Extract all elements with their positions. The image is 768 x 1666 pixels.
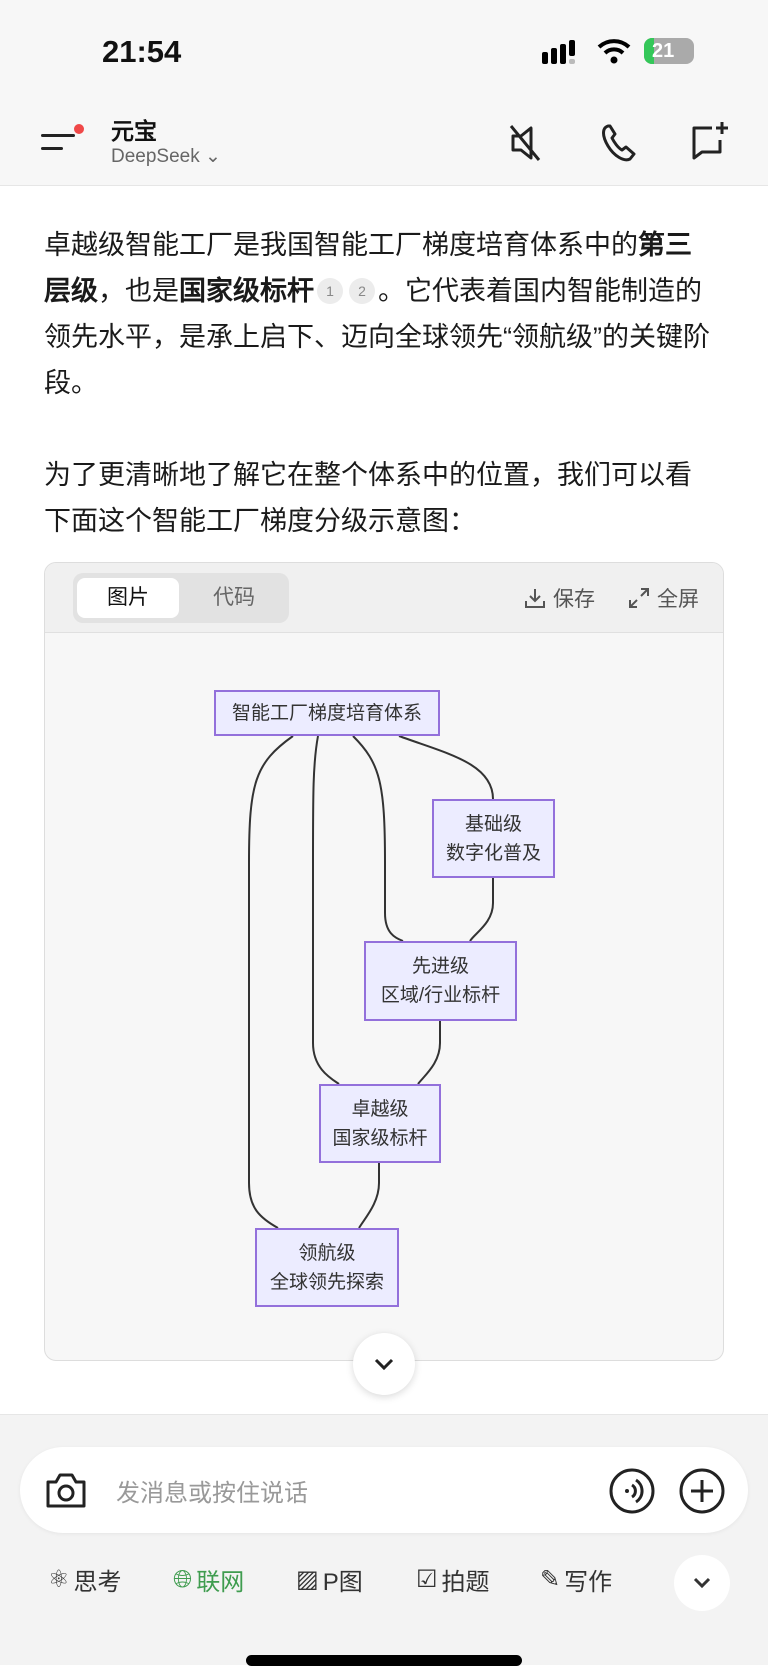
fullscreen-button[interactable]: 全屏: [627, 583, 699, 613]
diagram-card-header: 图片 代码 保存 全屏: [45, 563, 723, 633]
bot-name: 元宝: [111, 118, 157, 144]
battery-level: 21: [652, 40, 675, 62]
tool-web-search[interactable]: 🌐︎联网: [173, 1562, 244, 1597]
image-edit-icon: ▨: [296, 1566, 319, 1593]
edge-root-excellent: [312, 735, 340, 1085]
tab-code[interactable]: 代码: [213, 586, 255, 609]
bold-text: 第三层级: [44, 230, 692, 306]
photo-question-icon: ☑: [416, 1566, 438, 1593]
status-time: 21:54: [102, 34, 182, 69]
edge-root-advanced: [352, 735, 404, 942]
node-excellent: 卓越级国家级标杆: [319, 1084, 441, 1163]
camera-icon[interactable]: [44, 1470, 88, 1510]
node-label: 区域/行业标杆: [380, 985, 501, 1006]
new-chat-icon[interactable]: [688, 120, 730, 164]
text-segment: 。它代表着国内智能制造的领先水平，是承上启下、迈向全球领先“领航级”的关键阶段。: [44, 276, 710, 398]
tool-label: P图: [322, 1569, 363, 1596]
status-bar: 21:54 21: [0, 0, 768, 100]
message-input[interactable]: 发消息或按住说话: [20, 1447, 748, 1533]
text-segment: 卓越级智能工厂是我国智能工厂梯度培育体系中的: [44, 230, 638, 260]
node-advanced: 先进级区域/行业标杆: [364, 941, 517, 1021]
think-icon: ⚛: [48, 1566, 70, 1593]
diagram-card: 图片 代码 保存 全屏 智能工厂梯度培育体系 基础级数字化普及 先进级区域/行业…: [44, 562, 724, 1361]
phone-icon[interactable]: [598, 122, 640, 164]
edge-excellent-leading: [358, 1163, 380, 1229]
text-segment: ，也是: [98, 276, 179, 306]
node-label: 数字化普及: [445, 842, 541, 864]
node-label: 全球领先探索: [269, 1271, 384, 1293]
flow-diagram: [248, 735, 494, 1229]
citation-badge[interactable]: 2: [349, 278, 375, 304]
composer-area: 发消息或按住说话 ⚛思考 🌐︎联网 ▨P图 ☑拍题 ✎写作: [0, 1414, 768, 1666]
bold-text: 国家级标杆: [179, 276, 314, 306]
save-label: 保存: [553, 588, 595, 611]
battery-icon: 21: [644, 38, 694, 64]
tool-photo-question[interactable]: ☑拍题: [416, 1562, 490, 1597]
tool-label: 联网: [196, 1569, 245, 1596]
model-name: DeepSeek: [111, 146, 200, 167]
expand-icon: [629, 588, 649, 608]
app-header: 元宝 DeepSeek ⌄: [0, 100, 768, 186]
voice-icon[interactable]: [608, 1467, 656, 1515]
expand-tools-button[interactable]: [674, 1555, 730, 1611]
edge-root-leading: [248, 735, 294, 1229]
tool-label: 拍题: [441, 1569, 490, 1596]
input-placeholder: 发消息或按住说话: [116, 1480, 308, 1507]
tool-writing[interactable]: ✎写作: [540, 1562, 612, 1597]
edge-basic-advanced: [469, 878, 494, 942]
tab-image[interactable]: 图片: [77, 578, 179, 618]
view-toggle: 图片 代码: [73, 573, 289, 623]
node-root: 智能工厂梯度培育体系: [214, 690, 440, 736]
tool-image-edit[interactable]: ▨P图: [296, 1562, 363, 1597]
diagram-intro-paragraph: 为了更清晰地了解它在整个体系中的位置，我们可以看下面这个智能工厂梯度分级示意图：: [44, 460, 692, 536]
chevron-down-icon: [693, 1577, 711, 1589]
tool-label: 写作: [564, 1569, 613, 1596]
node-label: 国家级标杆: [332, 1127, 428, 1149]
home-indicator: [246, 1655, 522, 1666]
fullscreen-label: 全屏: [657, 588, 699, 611]
download-icon: [525, 589, 545, 608]
node-label: 先进级: [411, 956, 469, 977]
edge-root-basic: [398, 735, 494, 800]
node-label: 领航级: [298, 1242, 356, 1264]
chevron-down-icon: ⌄: [205, 146, 221, 167]
node-label: 卓越级: [351, 1098, 409, 1120]
pen-icon: ✎: [540, 1566, 561, 1593]
wifi-icon: [597, 39, 631, 64]
menu-button[interactable]: [38, 124, 84, 160]
node-label: 智能工厂梯度培育体系: [231, 702, 422, 724]
tool-think[interactable]: ⚛思考: [48, 1562, 122, 1597]
model-selector[interactable]: DeepSeek ⌄: [111, 145, 221, 168]
notification-dot: [74, 124, 84, 134]
chevron-down-icon: [374, 1358, 394, 1371]
node-label: 基础级: [464, 813, 522, 835]
edge-advanced-excellent: [417, 1021, 441, 1085]
mute-speaker-icon[interactable]: [505, 122, 545, 164]
plus-icon[interactable]: [678, 1467, 726, 1515]
save-button[interactable]: 保存: [523, 583, 595, 613]
globe-icon: 🌐︎: [173, 1565, 193, 1593]
signal-icon: [542, 40, 575, 64]
scroll-down-button[interactable]: [353, 1333, 415, 1395]
node-basic: 基础级数字化普及: [432, 799, 555, 878]
tool-label: 思考: [73, 1569, 122, 1596]
node-leading: 领航级全球领先探索: [255, 1228, 399, 1307]
citation-badge[interactable]: 1: [317, 278, 343, 304]
